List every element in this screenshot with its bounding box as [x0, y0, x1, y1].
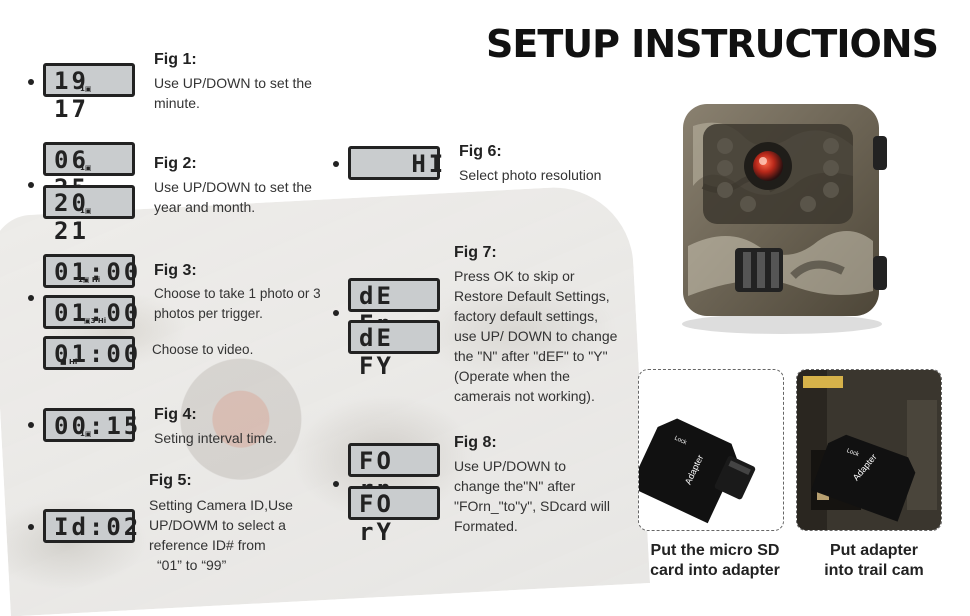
lcd-display-fig7-n: dE Fn [348, 278, 440, 338]
fig7-text: Press OK to skip or Restore Default Sett… [454, 268, 618, 404]
lcd-display-fig8-n: FO rn [348, 443, 440, 503]
lcd-display-fig7-y: dE FY [348, 320, 440, 380]
fig6-title: Fig 6: [459, 143, 502, 160]
bullet [28, 79, 34, 85]
bullet [333, 310, 339, 316]
fig2-title: Fig 2: [154, 155, 197, 172]
sd-caption-1: Put the micro SD card into adapter [650, 542, 780, 579]
trail-cam-slot-icon: Adapter Lock [797, 370, 941, 530]
fig1-text: Use UP/DOWN to set the minute. [154, 75, 312, 111]
lcd-display-fig3-video: 01:00 ■ Hi [43, 336, 138, 370]
adapter-into-trail-cam-image: Adapter Lock [796, 369, 942, 531]
fig3-title: Fig 3: [154, 262, 197, 279]
fig2-text: Use UP/DOWN to set the year and month. [154, 179, 312, 215]
sd-caption-2: Put adapter into trail cam [824, 542, 924, 579]
fig4-title: Fig 4: [154, 406, 197, 423]
fig8-title: Fig 8: [454, 434, 497, 451]
bullet [28, 295, 34, 301]
fig5-text: Setting Camera ID,Use UP/DOWM to select … [149, 497, 293, 573]
fig5-title: Fig 5: [149, 472, 192, 489]
trail-camera-image [682, 104, 887, 334]
lcd-display-fig1: 19 17 1▣ [43, 63, 135, 123]
bullet [28, 524, 34, 530]
bullet [333, 161, 339, 167]
lcd-display-fig6: HI [348, 146, 443, 180]
fig4-text: Seting interval time. [154, 430, 277, 446]
lcd-display-fig5: Id:02 [43, 509, 138, 543]
page-title: SETUP INSTRUCTIONS [486, 22, 939, 66]
lcd-display-fig3-photo1: 01:00 1▣ Hi [43, 254, 138, 288]
bullet [28, 182, 34, 188]
sd-card-into-adapter-image: Adapter Lock [638, 369, 784, 531]
lcd-display-fig2-month: 06 25 1▣ [43, 142, 135, 202]
svg-text:Lock: Lock [846, 448, 861, 458]
svg-text:Lock: Lock [673, 435, 688, 446]
sd-adapter-icon: Adapter Lock [639, 418, 756, 524]
fig8-text: Use UP/DOWN to change the"N" after "FOrn… [454, 458, 611, 534]
bullet [28, 422, 34, 428]
lcd-display-fig4: 00:15 1▣ [43, 408, 138, 442]
lcd-display-fig8-y: FO rY [348, 486, 440, 546]
fig6-text: Select photo resolution [459, 167, 602, 183]
fig3-text: Choose to take 1 photo or 3 photos per t… [154, 286, 321, 321]
fig1-title: Fig 1: [154, 51, 197, 68]
lcd-display-fig2-year: 20 21 1▣ [43, 185, 135, 245]
bullet [333, 481, 339, 487]
fig7-title: Fig 7: [454, 244, 497, 261]
lcd-display-fig3-photo3: 01:00 ▣3 Hi [43, 295, 138, 329]
fig3-video-text: Choose to video. [152, 342, 254, 357]
